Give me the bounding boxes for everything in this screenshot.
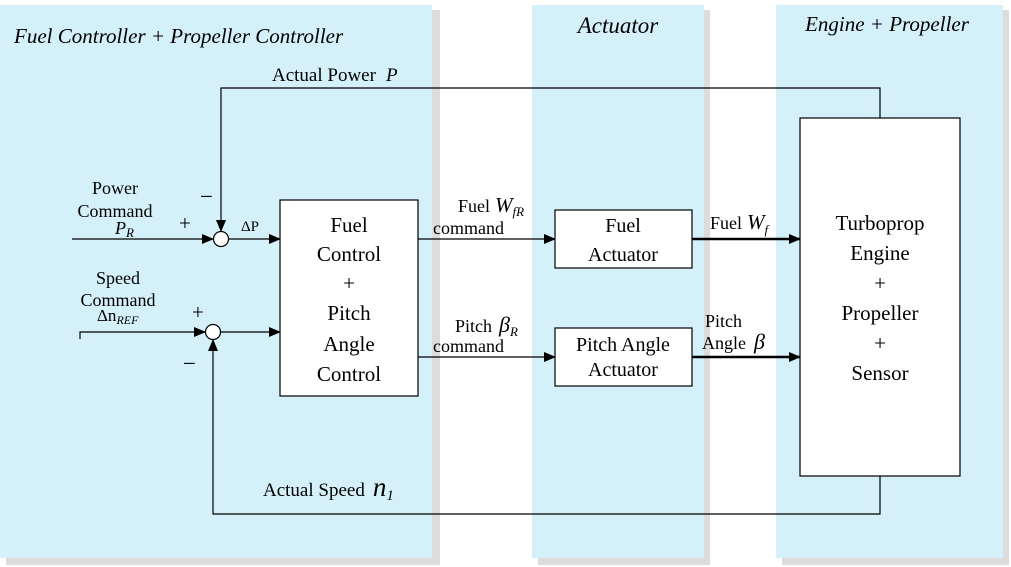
actuator-region: [532, 5, 704, 558]
power-summing-junction: [212, 230, 230, 248]
power-plus-sign: +: [179, 211, 191, 235]
speed-command-input-line: [79, 327, 206, 339]
controller-region-title: Fuel Controller + Propeller Controller: [13, 24, 344, 48]
turboprop-engine-block: [799, 117, 961, 477]
fuel-actuator-block: [554, 209, 693, 269]
power-minus-sign: −: [200, 184, 213, 209]
actuator-region-title: Actuator: [576, 13, 660, 38]
fuel-actuator-line1: Fuel: [605, 215, 641, 237]
speed-plus-sign: +: [192, 300, 204, 324]
control-block-line4: Pitch: [327, 301, 371, 325]
pitch-actuator-line2: Actuator: [588, 359, 658, 381]
actual-speed-feedback-line: [208, 339, 881, 515]
engine-block-line1: Turboprop: [835, 211, 924, 235]
engine-block-line2: Engine: [850, 241, 909, 265]
engine-block-line3: +: [874, 271, 886, 295]
fuel-command-label-line2: command: [433, 218, 504, 238]
speed-summing-junction: [204, 323, 222, 341]
speed-reference-symbol: ΔnREF: [97, 306, 139, 327]
power-reference-symbol: PR: [114, 218, 134, 240]
control-block-line2: Control: [317, 242, 381, 266]
power-command-label-line2: Command: [78, 201, 153, 221]
control-block-line5: Angle: [323, 332, 374, 356]
pitch-actuator-block: [554, 327, 693, 387]
control-block-line1: Fuel: [330, 213, 368, 237]
engine-block-line6: Sensor: [851, 361, 908, 385]
speed-minus-sign: −: [183, 351, 196, 376]
engine-block-line5: +: [874, 331, 886, 355]
speed-command-label-line2: Command: [81, 290, 156, 310]
pitch-command-label-line2: command: [433, 336, 504, 356]
actual-power-feedback-line: [216, 87, 881, 232]
engine-region-title: Engine + Propeller: [804, 12, 970, 36]
control-block-line6: Control: [317, 362, 381, 386]
engine-block-line4: Propeller: [842, 301, 919, 325]
pitch-angle-label-line1: Pitch: [705, 311, 742, 331]
control-block-line3: +: [343, 271, 355, 295]
power-command-label-line1: Power: [92, 178, 138, 198]
power-error-label: ΔP: [241, 219, 259, 235]
fuel-pitch-control-block: [279, 199, 419, 397]
pitch-actuator-line1: Pitch Angle: [576, 334, 670, 356]
speed-command-label-line1: Speed: [96, 268, 140, 288]
fuel-actuator-line2: Actuator: [588, 244, 658, 266]
